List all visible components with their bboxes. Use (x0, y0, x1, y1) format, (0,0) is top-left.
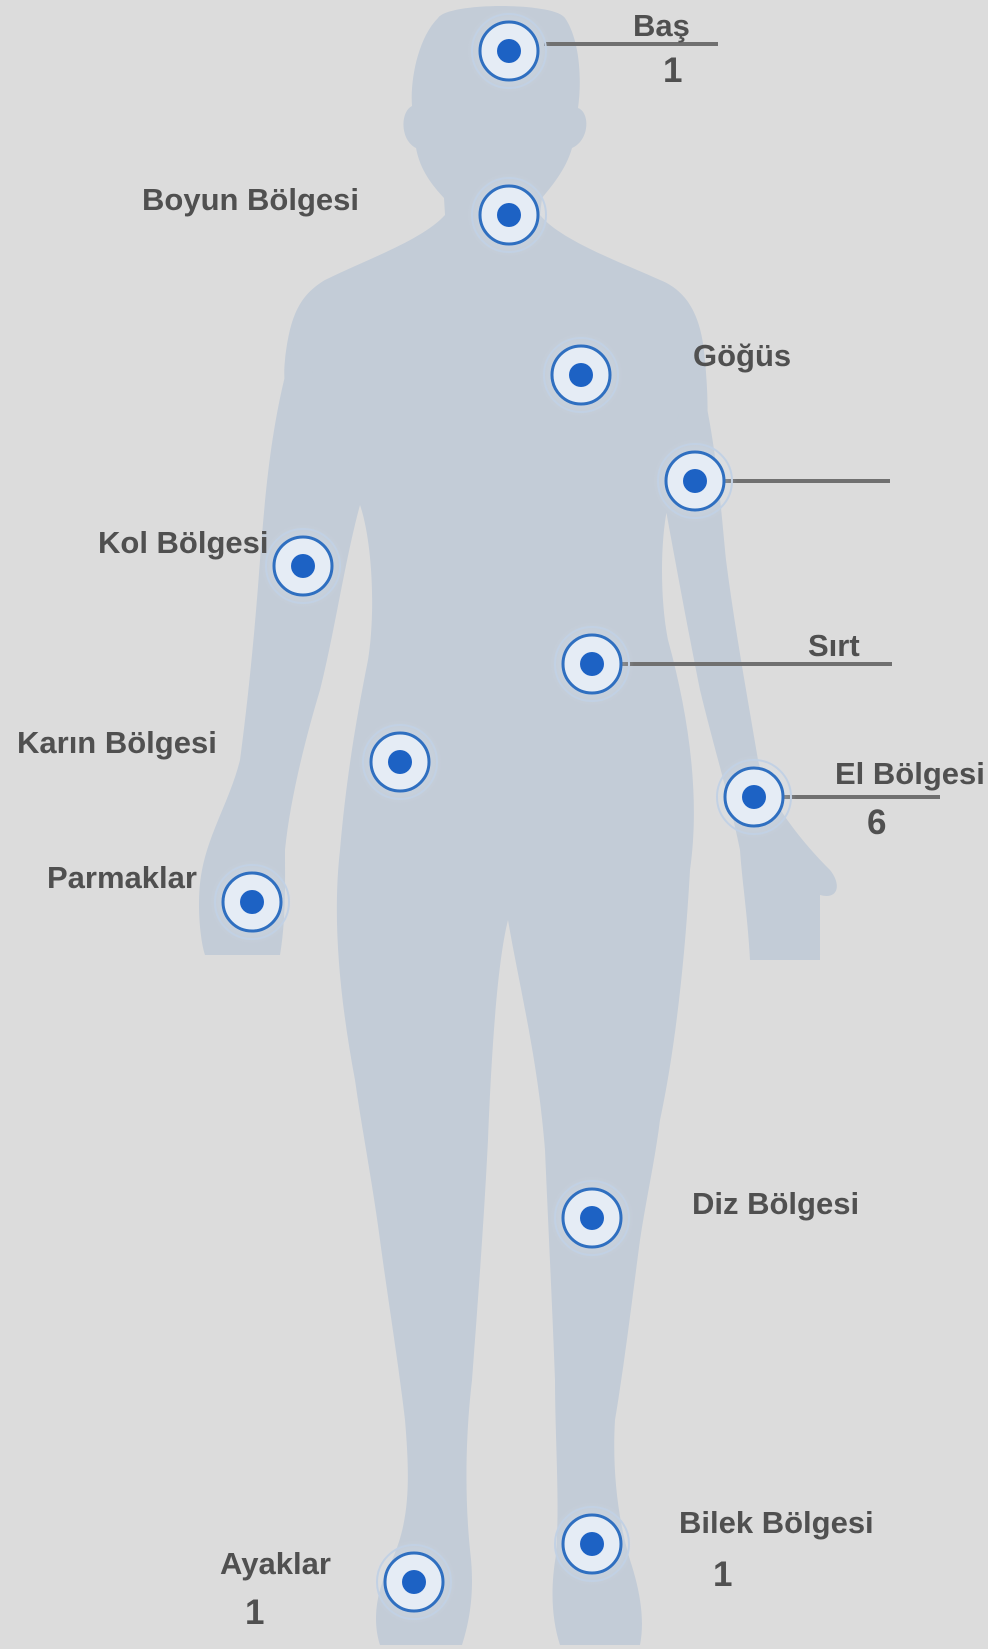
head-marker[interactable] (467, 9, 551, 93)
head-count: 1 (663, 53, 682, 88)
arm-marker[interactable] (261, 524, 345, 608)
chest-label: Göğüs (693, 340, 791, 371)
feet-count: 1 (245, 1595, 264, 1630)
hand-marker[interactable] (712, 755, 796, 839)
hand-count: 6 (867, 805, 886, 840)
arm-label: Kol Bölgesi (98, 527, 269, 558)
neck-marker[interactable] (467, 173, 551, 257)
knee-label: Diz Bölgesi (692, 1188, 859, 1219)
neck-label: Boyun Bölgesi (142, 184, 359, 215)
abdomen-label: Karın Bölgesi (17, 727, 217, 758)
back-marker[interactable] (550, 622, 634, 706)
ankle-label: Bilek Bölgesi (679, 1507, 874, 1538)
feet-marker[interactable] (372, 1540, 456, 1624)
ankle-count: 1 (713, 1557, 732, 1592)
abdomen-marker[interactable] (358, 720, 442, 804)
fingers-marker[interactable] (210, 860, 294, 944)
head-label: Baş (633, 10, 690, 41)
fingers-label: Parmaklar (47, 862, 197, 893)
hand-label: El Bölgesi (835, 758, 985, 789)
feet-label: Ayaklar (220, 1548, 331, 1579)
chest-marker[interactable] (539, 333, 623, 417)
upper-arm-marker[interactable] (653, 439, 737, 523)
knee-marker[interactable] (550, 1176, 634, 1260)
ankle-marker[interactable] (550, 1502, 634, 1586)
back-label: Sırt (808, 630, 860, 661)
